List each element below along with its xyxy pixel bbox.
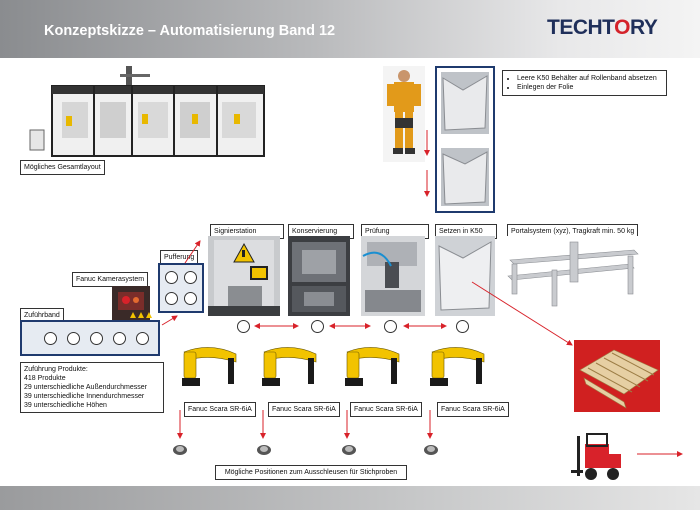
reject-sensor-icon — [424, 445, 438, 455]
gesamtlayout-image — [22, 66, 272, 162]
scara-robot — [428, 344, 492, 392]
zufuehrung-line: 39 unterschiedliche Innendurchmesser — [24, 393, 145, 400]
gesamtlayout-label: Mögliches Gesamtlayout — [20, 160, 105, 175]
pruefung-image — [361, 236, 425, 316]
header-bar — [0, 0, 700, 58]
ausschleusen-label: Mögliche Positionen zum Ausschleusen für… — [215, 465, 407, 480]
zufuehrung-line: 418 Produkte — [24, 375, 66, 382]
belt-item — [44, 332, 57, 345]
bullet-item: Einlegen der Folie — [517, 83, 662, 92]
buffer-slot — [165, 292, 178, 305]
k50-container-box — [435, 66, 495, 213]
setzen-image — [435, 236, 495, 316]
robot-label: Fanuc Scara SR-6iA — [268, 402, 340, 417]
buffer-slot — [165, 271, 178, 284]
kamera-label: Fanuc Kamerasystem — [72, 272, 149, 287]
konservierung-image — [288, 236, 350, 316]
transfer-position — [311, 320, 324, 333]
k50-instructions: Leere K50 Behälter auf Rollenband absetz… — [502, 70, 667, 96]
transfer-position — [237, 320, 250, 333]
robot-label: Fanuc Scara SR-6iA — [184, 402, 256, 417]
footer-bar — [0, 486, 700, 510]
buffer-slot — [184, 292, 197, 305]
belt-item — [67, 332, 80, 345]
worker-image — [383, 66, 425, 162]
kamera-image — [112, 286, 150, 320]
techtory-logo: TECHTORY — [547, 16, 658, 39]
buffer-slot — [184, 271, 197, 284]
reject-sensor-icon — [257, 445, 271, 455]
belt-item — [136, 332, 149, 345]
reject-sensor-icon — [342, 445, 356, 455]
portal-image — [504, 236, 646, 310]
zufuehrband-box — [20, 320, 160, 356]
robot-label: Fanuc Scara SR-6iA — [350, 402, 422, 417]
scara-robot — [343, 344, 407, 392]
scara-robot — [180, 344, 244, 392]
signierstation-image — [208, 236, 280, 316]
transfer-position — [456, 320, 469, 333]
zufuehrung-line: 39 unterschiedliche Höhen — [24, 402, 107, 409]
zufuehrung-line: 29 unterschiedliche Außendurchmesser — [24, 384, 147, 391]
pufferung-box — [158, 263, 204, 313]
forklift-image — [571, 430, 627, 484]
zufuehrung-info: Zuführung Produkte: 418 Produkte 29 unte… — [20, 362, 164, 413]
bullet-item: Leere K50 Behälter auf Rollenband absetz… — [517, 74, 662, 83]
slide-title: Konzeptskizze – Automatisierung Band 12 — [44, 23, 336, 39]
reject-sensor-icon — [173, 445, 187, 455]
belt-item — [113, 332, 126, 345]
scara-robot — [260, 344, 324, 392]
zufuehrung-title: Zuführung Produkte: — [24, 366, 88, 373]
transfer-position — [384, 320, 397, 333]
robot-label: Fanuc Scara SR-6iA — [437, 402, 509, 417]
belt-item — [90, 332, 103, 345]
pallet-image — [574, 340, 660, 412]
